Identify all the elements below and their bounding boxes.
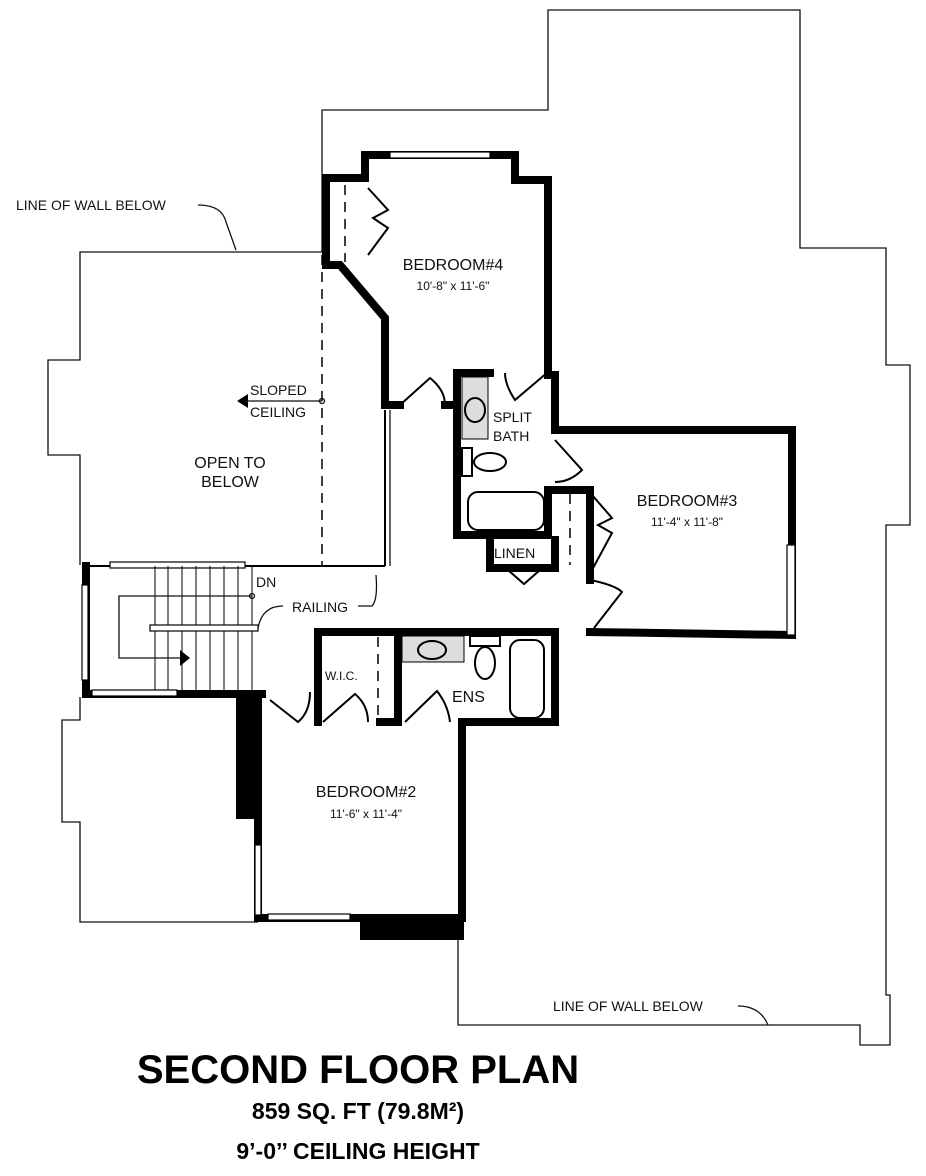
window xyxy=(389,151,491,159)
railing-leader xyxy=(257,605,284,629)
bedroom3-name: BEDROOM#3 xyxy=(637,493,738,510)
sink-icon xyxy=(464,397,486,423)
label-dn: DN xyxy=(256,574,276,590)
bath-door-top[interactable] xyxy=(504,371,549,402)
bedroom4-name: BEDROOM#4 xyxy=(403,257,504,274)
closet-door[interactable] xyxy=(367,187,390,256)
ens-tub-icon xyxy=(509,639,545,719)
label-ceiling: CEILING xyxy=(250,404,306,420)
label-below: BELOW xyxy=(201,474,260,491)
ens-wic-walls xyxy=(314,628,559,726)
plan-ceiling-height: 9’-0’’ CEILING HEIGHT xyxy=(236,1138,479,1164)
label-linen: LINEN xyxy=(494,545,535,561)
label-bath: BATH xyxy=(493,428,529,444)
label-open-to: OPEN TO xyxy=(194,455,265,472)
label-split: SPLIT xyxy=(493,409,532,425)
label-sloped: SLOPED xyxy=(250,382,307,398)
outline-left xyxy=(47,251,322,565)
split-bath-walls xyxy=(453,369,552,539)
bathtub-icon xyxy=(467,491,545,531)
bath-door-bed3[interactable] xyxy=(554,439,584,483)
plan-title: SECOND FLOOR PLAN xyxy=(137,1048,579,1092)
stair-handrail xyxy=(149,624,259,632)
outline-bottom-left xyxy=(61,697,258,923)
plan-area: 859 SQ. FT (79.8M²) xyxy=(252,1098,464,1124)
ens-door[interactable] xyxy=(404,689,451,723)
arrow-left-icon xyxy=(237,394,248,408)
bedroom4-walls xyxy=(361,151,552,379)
leader-bottom xyxy=(737,1005,769,1026)
bedroom2-door[interactable] xyxy=(269,691,311,724)
ens-toilet-icon xyxy=(474,646,496,680)
bedroom4-dims: 10'-8" x 11'-6" xyxy=(417,279,490,293)
bedroom2-name: BEDROOM#2 xyxy=(316,784,417,801)
bed3-closet-door[interactable] xyxy=(591,494,614,571)
label-wall-below-bottom: LINE OF WALL BELOW xyxy=(553,998,704,1014)
label-wic: W.I.C. xyxy=(325,669,358,683)
bedroom3-dims: 11'-4" x 11'-8" xyxy=(651,515,723,529)
wic-door[interactable] xyxy=(322,692,369,723)
label-ens: ENS xyxy=(452,689,485,706)
arrow-down-stairs-icon xyxy=(180,650,190,666)
outline-wall-below xyxy=(321,9,911,1046)
bedroom3-door[interactable] xyxy=(589,579,624,629)
label-railing: RAILING xyxy=(292,599,348,615)
label-wall-below-top: LINE OF WALL BELOW xyxy=(16,197,167,213)
toilet-icon xyxy=(473,452,507,472)
bedroom3-walls xyxy=(544,371,796,640)
linen-door[interactable] xyxy=(507,569,541,586)
bedroom2-dims: 11'-6" x 11'-4" xyxy=(330,807,402,821)
bedroom4-door[interactable] xyxy=(399,376,446,406)
leader-top xyxy=(197,204,237,251)
